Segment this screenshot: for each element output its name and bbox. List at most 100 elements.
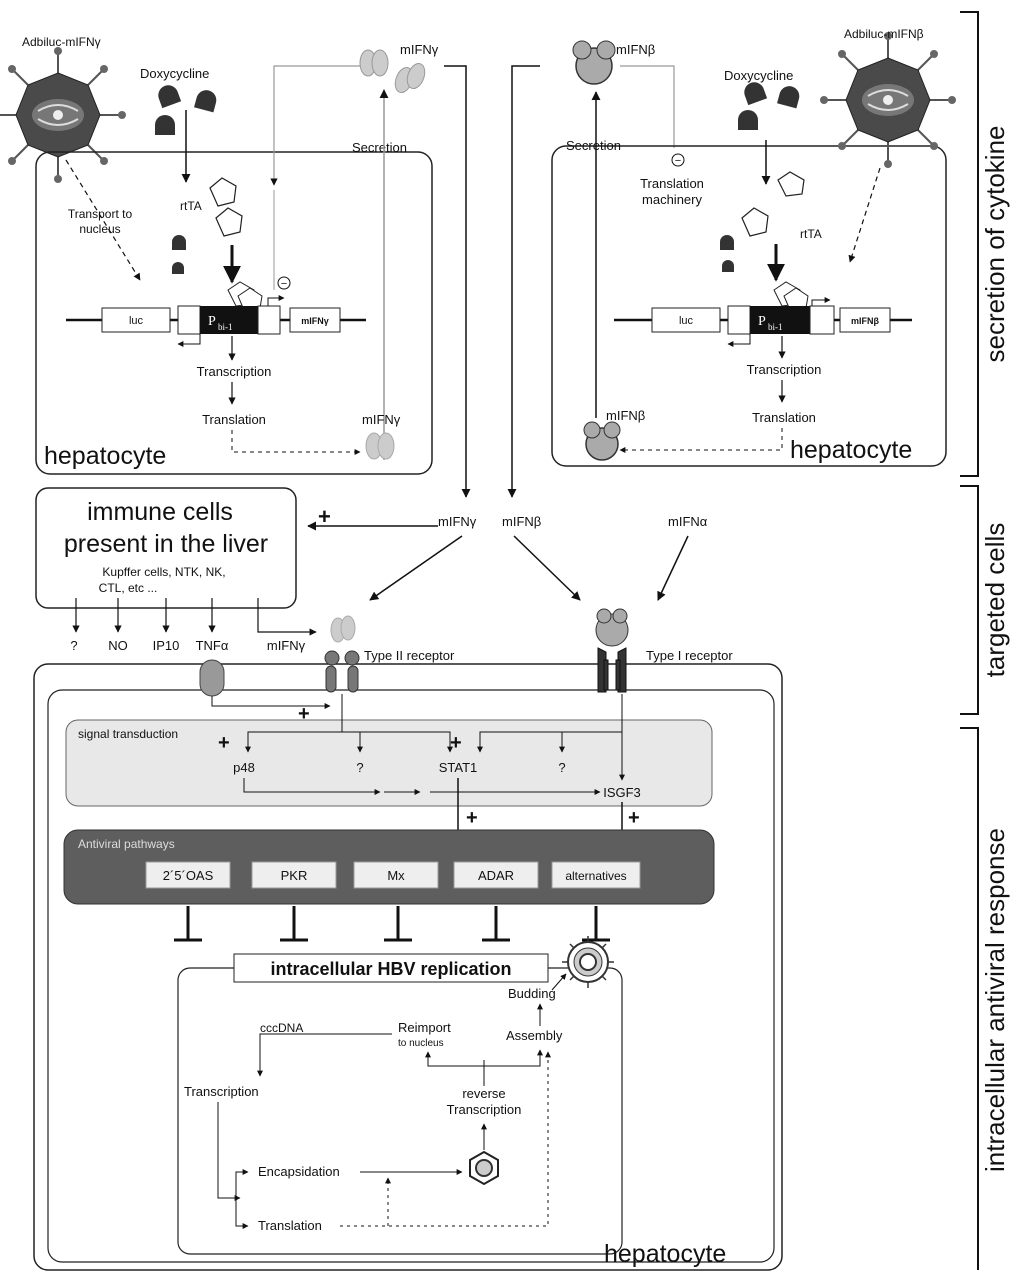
hepatocyte-label-right: hepatocyte <box>790 436 912 464</box>
ifng-gene-label: mIFNγ <box>301 316 329 326</box>
signal-unknown-2: ? <box>558 760 565 775</box>
cytokine-icon-ifnb-receptor <box>595 608 629 647</box>
p48-plus: + <box>218 732 230 754</box>
cytokine-icon-ifnb-inside <box>583 421 621 461</box>
transport-label-1: Transport to <box>68 207 133 221</box>
transport-label-2: nucleus <box>79 222 120 236</box>
side-brackets <box>960 11 979 1270</box>
ifng-gene <box>289 307 341 333</box>
p48-label: p48 <box>233 760 255 775</box>
doxycycline-icon-left <box>155 85 217 135</box>
promoter-left <box>200 306 258 334</box>
reimport-label-1: Reimport <box>398 1020 451 1035</box>
luc-label-right: luc <box>679 315 694 327</box>
translation-machinery-1: Translation <box>640 176 704 191</box>
luc-gene-left <box>101 307 171 333</box>
virus-icon-left <box>0 47 126 183</box>
secretion-label-right: Secretion <box>566 138 621 153</box>
side-label-antiviral: intracellular antiviral response <box>980 828 1010 1172</box>
translation-label-left: Translation <box>202 412 266 427</box>
antiviral-label-mx: Mx <box>387 868 405 883</box>
isgf3-antiviral-plus: + <box>628 807 640 829</box>
virus-label-right: Adbiluc-mIFNβ <box>844 27 924 41</box>
immune-output-unknown: ? <box>70 638 77 653</box>
immune-title-2: present in the liver <box>64 530 268 558</box>
stat1-label: STAT1 <box>439 760 478 775</box>
rtta-icon-right <box>741 171 805 237</box>
hepatocyte-box-lower-inner <box>47 689 775 1263</box>
promoter-label-right: P <box>758 314 766 329</box>
side-label-secretion: secretion of cytokine <box>980 125 1010 362</box>
luc-gene-right <box>651 307 721 333</box>
transcription-label-left: Transcription <box>197 364 272 379</box>
promoter-label-left: P <box>208 314 216 329</box>
stat1-plus: + <box>450 732 462 754</box>
signal-title: signal transduction <box>78 727 178 741</box>
transcription-label-right: Transcription <box>747 362 822 377</box>
minus-icon-right: − <box>675 155 681 167</box>
doxycycline-label-right: Doxycycline <box>724 68 793 83</box>
antiviral-title: Antiviral pathways <box>78 837 175 851</box>
doxycycline-label-left: Doxycycline <box>140 66 209 81</box>
hbv-translation-label: Translation <box>258 1218 322 1233</box>
hbv-title: intracellular HBV replication <box>270 959 511 979</box>
antiviral-label-adar: ADAR <box>478 868 514 883</box>
isgf3-label: ISGF3 <box>603 785 641 800</box>
capsid-icon <box>469 1150 499 1186</box>
antiviral-item-pkr <box>251 861 337 889</box>
encapsidation-label: Encapsidation <box>258 1164 340 1179</box>
immune-title-1: immune cells <box>87 498 233 526</box>
antiviral-items <box>145 861 641 889</box>
tnf-receptor-icon <box>199 659 225 697</box>
reverse-label-2: Transcription <box>447 1102 522 1117</box>
type1-receptor-icon <box>597 647 627 693</box>
inhibition-bars <box>174 906 610 942</box>
hbv-nucleus-box <box>177 967 623 1255</box>
antiviral-item-alternatives <box>551 861 641 889</box>
hepatocyte-label-left: hepatocyte <box>44 442 166 470</box>
ifnb-inside-label: mIFNβ <box>606 408 645 423</box>
immune-output-ifng: mIFNγ <box>267 638 306 653</box>
cccdna-label: cccDNA <box>260 1021 303 1035</box>
immune-output-ip10: IP10 <box>153 638 180 653</box>
rtta-label-right: rtTA <box>800 227 822 241</box>
immune-output-tnfa: TNFα <box>196 638 229 653</box>
tnf-plus: + <box>298 703 310 725</box>
antiviral-item-mx <box>353 861 439 889</box>
reverse-label-1: reverse <box>462 1086 505 1101</box>
immune-output-no: NO <box>108 638 128 653</box>
cytokine-icon-ifng-top <box>359 49 426 94</box>
budding-label: Budding <box>508 986 556 1001</box>
side-label-targeted: targeted cells <box>980 523 1010 678</box>
cytokine-icon-ifng-inside <box>365 432 395 460</box>
virus-label-left: Adbiluc-mIFNγ <box>22 35 101 49</box>
cytokine-icon-ifng-receptor <box>330 615 356 643</box>
middle-ifng-label: mIFNγ <box>438 514 477 529</box>
middle-ifna-label: mIFNα <box>668 514 708 529</box>
reimport-label-2: to nucleus <box>398 1038 444 1049</box>
secretion-label-left: Secretion <box>352 140 407 155</box>
promoter-sub-left: bi-1 <box>218 322 233 332</box>
ifnb-gene <box>839 307 891 333</box>
luc-label-left: luc <box>129 315 144 327</box>
hepatocyte-box-lower-outer <box>33 663 783 1271</box>
antiviral-label-oas: 2´5´OAS <box>163 868 214 883</box>
immune-plus: + <box>318 504 331 529</box>
doxycycline-small-right <box>720 235 734 272</box>
hepatocyte-box-right <box>551 145 947 467</box>
hepatocyte-box-left <box>35 151 433 475</box>
ifng-inside-label: mIFNγ <box>362 412 401 427</box>
hbv-virion-icon <box>562 936 614 988</box>
immune-sub-2: CTL, etc ... <box>99 581 158 595</box>
doxycycline-small-left <box>172 235 186 274</box>
rtta-icon-left <box>209 177 243 237</box>
signal-unknown-1: ? <box>356 760 363 775</box>
virus-icon-right <box>820 32 956 168</box>
doxycycline-icon-right <box>738 82 800 130</box>
antiviral-item-oas <box>145 861 231 889</box>
promoter-sub-right: bi-1 <box>768 322 783 332</box>
translation-machinery-2: machinery <box>642 192 702 207</box>
translation-label-right: Translation <box>752 410 816 425</box>
type2-receptor-icon <box>324 650 360 693</box>
